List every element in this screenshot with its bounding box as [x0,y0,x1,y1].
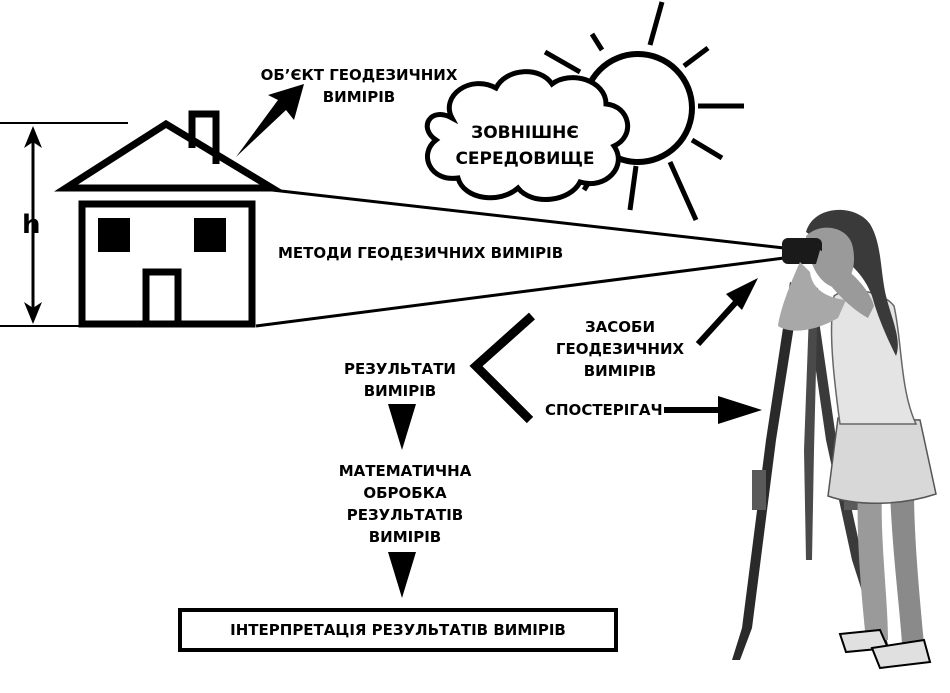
math-label-line-1: МАТЕМАТИЧНА [338,462,472,480]
tools-label-line-3: ВИМІРІВ [583,362,657,380]
external-environment-label: ЗОВНІШНЄ СЕРЕДОВИЩЕ [450,120,600,172]
observer-figure [732,209,937,670]
tools-label-line-1: ЗАСОБИ [584,318,655,336]
math-processing-label: МАТЕМАТИЧНА ОБРОБКА РЕЗУЛЬТАТІВ ВИМІРІВ [320,460,490,548]
height-arrow-down-icon [24,302,42,324]
object-label-line-2: ВИМІРІВ [322,88,396,106]
results-label: РЕЗУЛЬТАТИ ВИМІРІВ [330,358,470,402]
math-label-line-4: ВИМІРІВ [368,528,442,546]
environment-label-line-1: ЗОВНІШНЄ [471,123,579,143]
height-arrow-up-icon [24,126,42,148]
sight-lines [255,188,785,328]
results-label-line-2: ВИМІРІВ [363,382,437,400]
tools-label-line-2: ГЕОДЕЗИЧНИХ [555,340,685,358]
tools-arrow-icon [695,278,758,347]
environment-label-line-2: СЕРЕДОВИЩЕ [455,149,595,169]
tools-label: ЗАСОБИ ГЕОДЕЗИЧНИХ ВИМІРІВ [540,316,700,382]
branch-bracket-icon [469,312,535,424]
math-label-line-3: РЕЗУЛЬТАТІВ [346,506,464,524]
flow-arrow-down-icon [388,552,416,598]
cloud-icon [424,69,631,202]
height-symbol: h [22,210,41,240]
object-of-measurement-label: ОБ’ЄКТ ГЕОДЕЗИЧНИХ ВИМІРІВ [246,64,472,108]
interpretation-box: ІНТЕРПРЕТАЦІЯ РЕЗУЛЬТАТІВ ВИМІРІВ [178,608,618,652]
observer-arrow-icon [664,396,762,424]
interpretation-label: ІНТЕРПРЕТАЦІЯ РЕЗУЛЬТАТІВ ВИМІРІВ [230,621,566,639]
observer-label: СПОСТЕРІГАЧ [545,401,663,419]
math-label-line-2: ОБРОБКА [363,484,447,502]
results-label-line-1: РЕЗУЛЬТАТИ [344,360,456,378]
methods-label: МЕТОДИ ГЕОДЕЗИЧНИХ ВИМІРІВ [278,244,564,262]
object-pointer-arrow-icon [236,84,304,157]
height-dimension [0,122,128,327]
house-icon [54,110,285,328]
flow-arrow-down-icon [388,404,416,450]
object-label-line-1: ОБ’ЄКТ ГЕОДЕЗИЧНИХ [260,66,458,84]
